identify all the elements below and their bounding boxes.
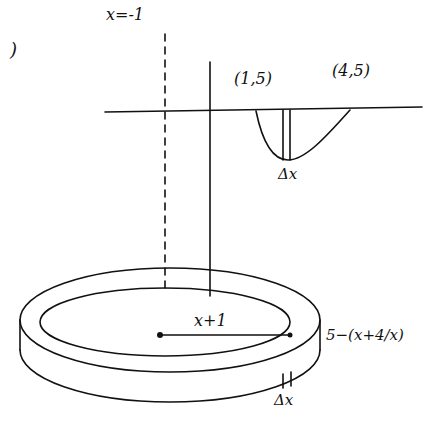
point-label: (4,5) xyxy=(330,62,372,80)
rotation-axis xyxy=(164,34,166,292)
thickness-tick xyxy=(282,374,284,388)
thickness-tick xyxy=(290,372,292,386)
radius-line xyxy=(160,334,290,336)
projection-line xyxy=(209,62,211,296)
part-mark: ) xyxy=(8,40,19,60)
shell-outer xyxy=(20,268,320,372)
strip-edge xyxy=(282,110,284,160)
shell-inner xyxy=(40,288,290,356)
center-dot xyxy=(157,332,163,338)
axis-label: x=-1 xyxy=(104,6,146,24)
curve xyxy=(256,110,350,160)
line-y5 xyxy=(105,107,422,112)
shell-side xyxy=(19,320,21,350)
radius-label: x+1 xyxy=(192,312,229,330)
width-label: Δx xyxy=(272,392,295,409)
point-label: (1,5) xyxy=(232,70,274,88)
height-label: 5−(x+4/x) xyxy=(324,327,406,344)
strip-edge xyxy=(289,110,291,160)
width-label: Δx xyxy=(276,166,299,183)
shell-side xyxy=(319,320,321,350)
radius-end-dot xyxy=(288,333,293,338)
